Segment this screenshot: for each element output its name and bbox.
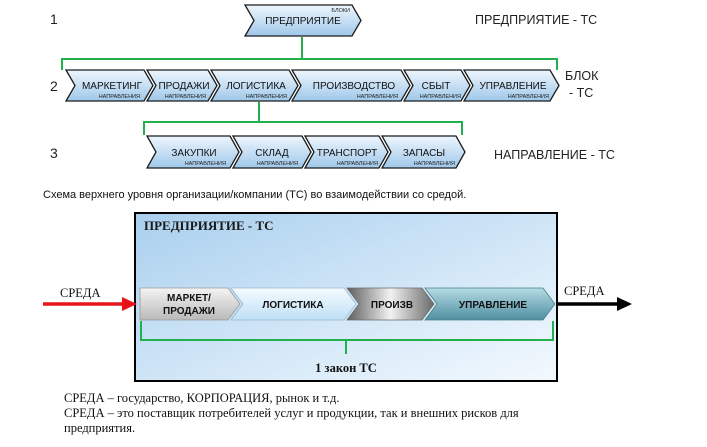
chevron-tag: НАПРАВЛЕНИЯ [337,161,378,167]
chevron-tag: НАПРАВЛЕНИЯ [257,161,298,167]
chain-step-production: ПРОИЗВ [346,287,435,321]
chevron-tag: НАПРАВЛЕНИЯ [246,94,287,100]
chevron-tag: НАПРАВЛЕНИЯ [420,94,461,100]
level-3-type-label: НАПРАВЛЕНИЕ - ТС [494,148,615,162]
chevron-management: УПРАВЛЕНИЕ НАПРАВЛЕНИЯ [462,69,560,102]
chevron-transport: ТРАНСПОРТ НАПРАВЛЕНИЯ [303,135,389,169]
chevron-label: ПРОДАЖИ [158,81,209,92]
chevron-label: СКЛАД [255,148,289,159]
note-line: СРЕДА – государство, КОРПОРАЦИЯ, рынок и… [64,391,340,405]
system-box-title: ПРЕДПРИЯТИЕ - ТС [144,218,274,233]
chain-step-label-line2: ПРОДАЖИ [163,306,215,317]
law-label: 1 закон ТС [315,361,377,375]
bracket-level-2-to-3 [143,102,463,135]
process-chain: МАРКЕТ/ ПРОДАЖИ ЛОГИСТИКА ПРОИЗВ УПРАВЛЕ… [139,287,556,321]
level-number: 1 [50,11,58,27]
note-line: предприятия. [64,421,136,435]
chain-step-label: ЛОГИСТИКА [262,300,323,311]
law-bracket [140,321,554,354]
chevron-tag: НАПРАВЛЕНИЯ [357,94,398,100]
chevron-marketing: МАРКЕТИНГ НАПРАВЛЕНИЯ [64,69,154,102]
chevron-label: УПРАВЛЕНИЕ [479,81,546,92]
diagram-caption: Схема верхнего уровня организации/компан… [43,189,466,201]
environment-notes: СРЕДА – государство, КОРПОРАЦИЯ, рынок и… [64,391,684,436]
chevron-label: ПРОИЗВОДСТВО [313,81,396,92]
chevron-label: ЗАПАСЫ [403,148,445,159]
level-1-type-label: ПРЕДПРИЯТИЕ - ТС [475,13,597,27]
chevron-label: ЗАКУПКИ [171,148,216,159]
env-out-label: СРЕДА [564,284,604,298]
chevron-tag: НАПРАВЛЕНИЯ [99,94,140,100]
chevron-purchasing: ЗАКУПКИ НАПРАВЛЕНИЯ [145,135,240,169]
chevron-warehouse: СКЛАД НАПРАВЛЕНИЯ [231,135,312,169]
chevron-label: МАРКЕТИНГ [82,81,143,92]
chevron-label: ЛОГИСТИКА [226,81,286,92]
environment-input-arrow: СРЕДА [43,286,137,311]
chevron-tag: НАПРАВЛЕНИЯ [508,94,549,100]
chevron-sales: ПРОДАЖИ НАПРАВЛЕНИЯ [145,69,218,102]
chevron-label: ТРАНСПОРТ [317,148,378,159]
chain-step-label: УПРАВЛЕНИЕ [459,300,527,311]
chevron-tag: НАПРАВЛЕНИЯ [414,161,455,167]
note-line: СРЕДА – это поставщик потребителей услуг… [64,406,519,420]
chevron-tag: БЛОКИ [331,8,350,14]
chevron-inventory: ЗАПАСЫ НАПРАВЛЕНИЯ [380,135,466,169]
chevron-label: СБЫТ [422,81,451,92]
chevron-tag: НАПРАВЛЕНИЯ [185,161,226,167]
chevron-tag: НАПРАВЛЕНИЯ [165,94,206,100]
level-2-type-label-line2: - ТС [569,86,593,100]
chevron-production: ПРОИЗВОДСТВО НАПРАВЛЕНИЯ [290,69,411,102]
chain-step-logistics: ЛОГИСТИКА [230,287,357,321]
chain-step-marketing-sales: МАРКЕТ/ ПРОДАЖИ [139,287,241,321]
chain-step-management: УПРАВЛЕНИЕ [424,287,556,321]
chevron-logistics: ЛОГИСТИКА НАПРАВЛЕНИЯ [209,69,299,102]
chevron-label: ПРЕДПРИЯТИЕ [265,16,341,27]
chevron-distribution: СБЫТ НАПРАВЛЕНИЯ [402,69,471,102]
level-2-type-label-line1: БЛОК [565,69,599,83]
chevron-enterprise: ПРЕДПРИЯТИЕ БЛОКИ [243,4,362,37]
environment-output-arrow: СРЕДА [557,284,632,311]
bracket-level-1-to-2 [61,37,558,70]
level-1-row: 1 ПРЕДПРИЯТИЕ БЛОКИ ПРЕДПРИЯТИЕ - ТС [50,4,597,37]
level-number: 3 [50,145,58,161]
level-3-row: 3 ЗАКУПКИ НАПРАВЛЕНИЯ СКЛАД НАПРАВЛЕНИЯ … [50,135,615,169]
level-number: 2 [50,78,58,94]
level-2-row: 2 МАРКЕТИНГ НАПРАВЛЕНИЯ ПРОДАЖИ НАПРАВЛЕ… [50,69,599,102]
chain-step-label: ПРОИЗВ [371,300,413,311]
env-in-label: СРЕДА [60,286,100,300]
chain-step-label-line1: МАРКЕТ/ [167,293,211,304]
